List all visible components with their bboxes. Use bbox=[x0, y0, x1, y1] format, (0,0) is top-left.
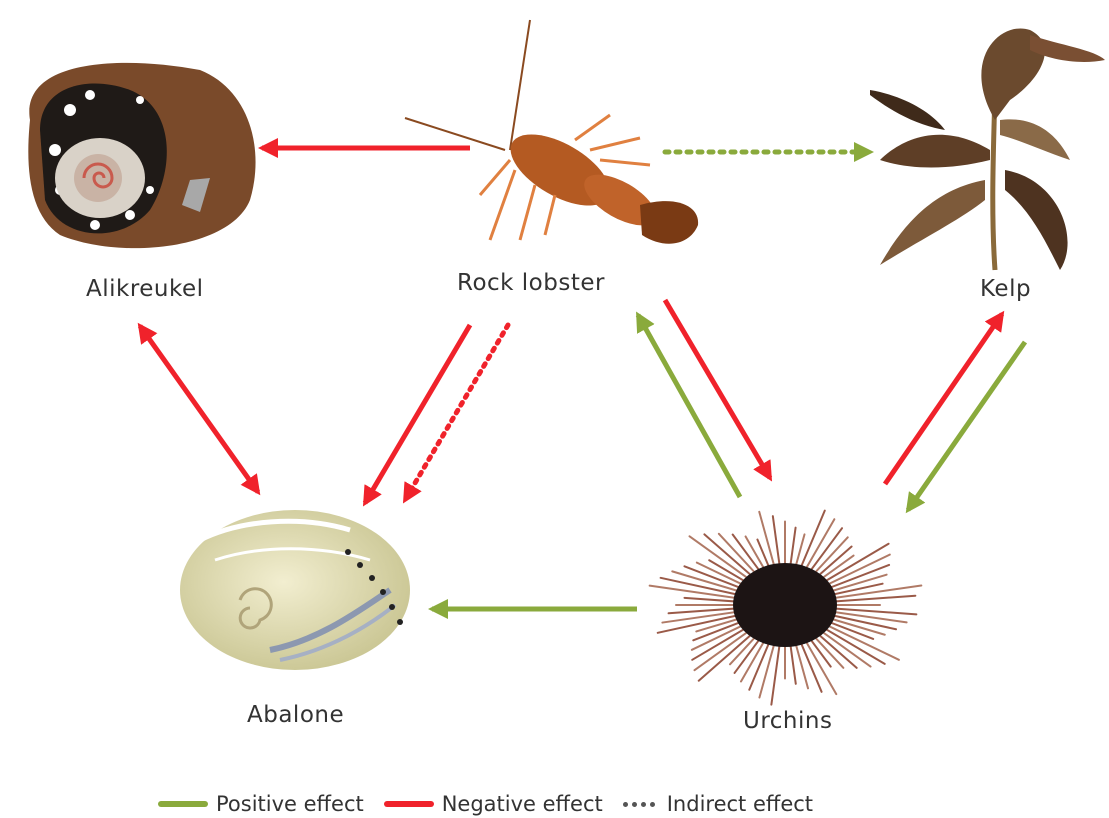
legend-indirect-label: Indirect effect bbox=[667, 792, 813, 816]
rock-lobster-illustration bbox=[405, 20, 698, 244]
urchin-illustration bbox=[650, 511, 922, 705]
alikreukel-illustration bbox=[28, 63, 255, 248]
rock-lobster-label: Rock lobster bbox=[457, 270, 605, 296]
dotted-line-icon bbox=[623, 802, 659, 807]
legend-positive-label: Positive effect bbox=[216, 792, 364, 816]
alikreukel-label: Alikreukel bbox=[86, 276, 204, 302]
abalone-illustration bbox=[180, 510, 410, 670]
legend-negative-label: Negative effect bbox=[442, 792, 603, 816]
legend-indirect: Indirect effect bbox=[623, 792, 813, 816]
kelp-illustration bbox=[870, 28, 1105, 270]
legend-negative: Negative effect bbox=[384, 792, 603, 816]
abalone-label: Abalone bbox=[247, 702, 344, 728]
urchins-label: Urchins bbox=[743, 708, 832, 734]
legend-positive: Positive effect bbox=[158, 792, 364, 816]
positive-swatch-icon bbox=[158, 801, 208, 807]
edge-alikreukel-abalone bbox=[140, 326, 258, 492]
kelp-label: Kelp bbox=[980, 276, 1031, 302]
negative-swatch-icon bbox=[384, 801, 434, 807]
legend: Positive effect Negative effect Indirect… bbox=[158, 790, 833, 818]
